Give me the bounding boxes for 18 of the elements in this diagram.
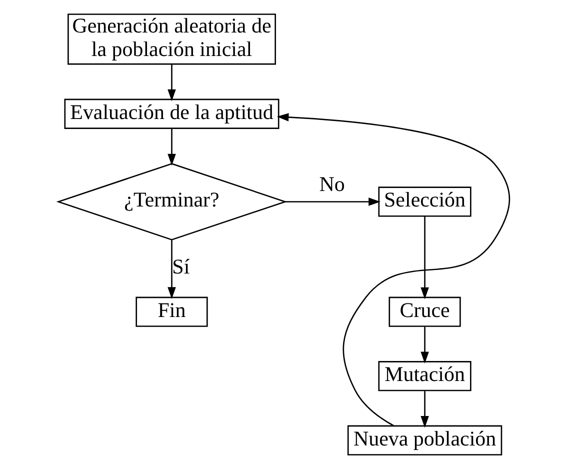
node-box: Mutación	[378, 360, 471, 391]
arrow	[167, 240, 176, 298]
arrow	[284, 197, 380, 206]
arrow	[167, 64, 176, 101]
arrow	[276, 112, 510, 426]
node-box: Cruce	[388, 296, 460, 326]
arrow	[420, 326, 428, 364]
node-box: Selección	[378, 186, 471, 216]
node-box: Nueva población	[346, 424, 502, 455]
edge-label: Sí	[172, 254, 190, 278]
arrow	[420, 216, 428, 299]
node-box: Generación aleatoria de la población inicial	[67, 13, 276, 64]
node-box: Evaluación de la aptitud	[64, 98, 279, 128]
arrow	[420, 390, 428, 428]
node-box: Fin	[135, 296, 208, 326]
node-diamond: ¿Terminar?	[56, 162, 287, 240]
arrow	[167, 128, 176, 166]
edge-label: No	[318, 171, 344, 196]
